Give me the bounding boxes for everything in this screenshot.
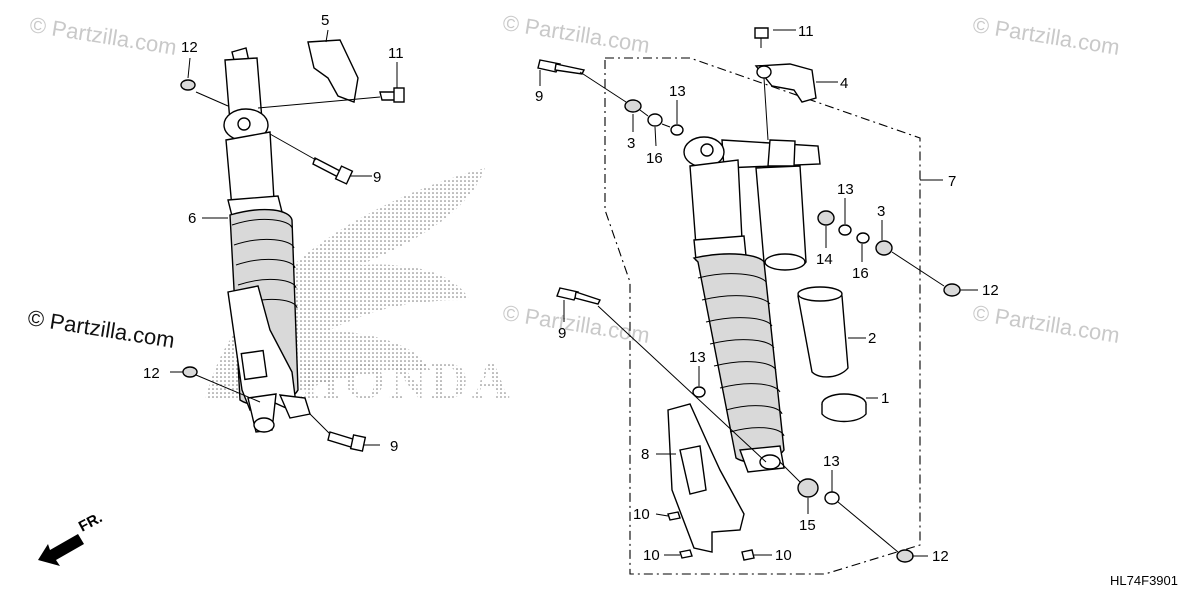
callout-3: 3 — [877, 203, 885, 220]
callout-13: 13 — [837, 181, 854, 198]
ring-1 — [821, 393, 867, 423]
nut-12-lower — [182, 366, 198, 378]
callout-8: 8 — [641, 446, 649, 463]
callout-9: 9 — [390, 438, 398, 455]
callout-12: 12 — [181, 39, 198, 56]
callout-9: 9 — [373, 169, 381, 186]
callout-11: 11 — [798, 23, 814, 40]
callout-5: 5 — [321, 12, 329, 29]
diagram-code: HL74F3901 — [1110, 573, 1178, 588]
callout-2: 2 — [868, 330, 876, 347]
honda-logo-text: HONDA — [300, 353, 514, 410]
callout-16: 16 — [646, 150, 663, 167]
left-callouts: 12 5 11 9 6 12 9 — [143, 12, 404, 455]
callout-10: 10 — [775, 547, 792, 564]
right-callouts: 9 11 4 3 16 13 7 13 3 14 16 12 9 2 13 1 … — [535, 23, 999, 565]
callout-3: 3 — [627, 135, 635, 152]
callout-11: 11 — [388, 45, 404, 62]
callout-1: 1 — [881, 390, 889, 407]
callout-4: 4 — [840, 75, 848, 92]
right-shock-absorber — [683, 136, 821, 473]
front-direction-arrow-icon — [38, 534, 84, 566]
callout-13: 13 — [823, 453, 840, 470]
callout-13: 13 — [669, 83, 686, 100]
callout-10: 10 — [633, 506, 650, 523]
callout-6: 6 — [188, 210, 196, 227]
callout-14: 14 — [816, 251, 833, 268]
callout-12: 12 — [143, 365, 160, 382]
callout-9: 9 — [558, 325, 566, 342]
callout-15: 15 — [799, 517, 816, 534]
bracket-5 — [307, 39, 359, 103]
nut-12-upper — [180, 79, 196, 91]
left-shock-absorber — [223, 47, 311, 433]
front-direction-label: FR. — [76, 509, 105, 535]
callout-7: 7 — [948, 173, 956, 190]
group-outline-7 — [604, 57, 921, 575]
left-hardware — [180, 39, 405, 452]
callout-16: 16 — [852, 265, 869, 282]
callout-10: 10 — [643, 547, 660, 564]
guard-8 — [667, 403, 745, 553]
callout-9: 9 — [535, 88, 543, 105]
bolt-11-head — [393, 87, 405, 103]
callout-12: 12 — [932, 548, 949, 565]
callout-13: 13 — [689, 349, 706, 366]
callout-12: 12 — [982, 282, 999, 299]
spring-cover-2 — [797, 286, 849, 378]
right-hardware — [537, 27, 961, 563]
